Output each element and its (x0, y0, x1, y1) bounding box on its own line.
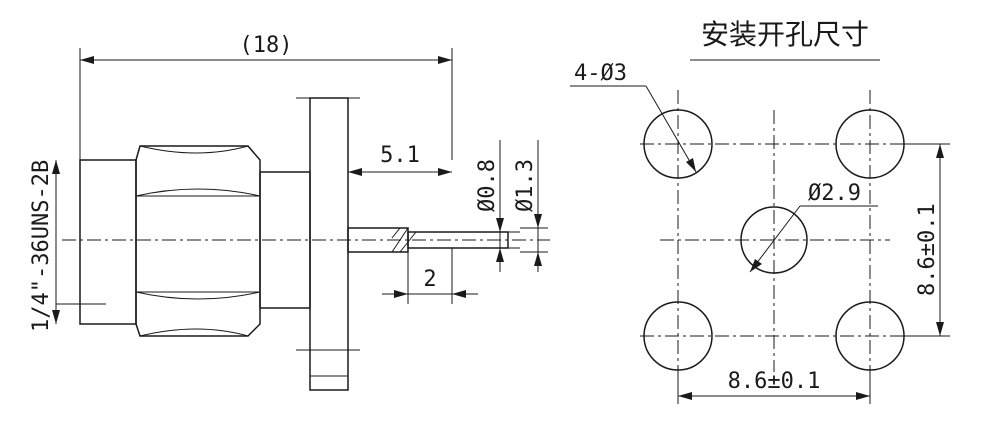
hex-curve-2 (135, 291, 261, 300)
v-spacing-arrow-bottom (936, 322, 944, 336)
corner-holes-label: 4-Ø3 (574, 61, 627, 86)
h-spacing-arrow-right (856, 392, 870, 400)
corner-holes-leader-arrow (686, 158, 696, 172)
pin-dia-small-label: Ø0.8 (475, 159, 500, 212)
overall-length-label: (18) (240, 33, 293, 58)
pin-length-label: 5.1 (380, 143, 420, 168)
h-spacing-label: 8.6±0.1 (728, 369, 821, 394)
corner-holes-leader-d (645, 85, 697, 173)
nut-rear-body (79, 159, 137, 325)
dielectric-arrow-right (452, 290, 466, 298)
pin-dia-large-label: Ø1.3 (513, 159, 538, 212)
thread-arrow-bottom (52, 310, 60, 324)
overall-arrow-right (438, 56, 452, 64)
center-hole-leader-d (749, 205, 801, 273)
v-spacing-label: 8.6±0.1 (915, 203, 940, 296)
pin-dia-small-arrow-bottom (496, 248, 504, 262)
thread-spec-label: 1/4"-36UNS-2B (29, 160, 54, 332)
hole-pattern-title: 安装开孔尺寸 (701, 18, 869, 51)
hex-curve-4 (139, 328, 249, 337)
hole-pattern-view: 安装开孔尺寸 4-Ø3 Ø2.9 8.6±0.1 (570, 18, 950, 404)
v-spacing-arrow-top (936, 144, 944, 158)
dielectric-hatch (391, 227, 417, 253)
pin-dia-small-arrow-top (496, 218, 504, 232)
dielectric-arrow-left (394, 290, 408, 298)
pin-dia-large-arrow-bottom (534, 252, 542, 266)
dielectric-length-label: 2 (423, 267, 436, 292)
h-spacing-arrow-left (678, 392, 692, 400)
hex-curve-3 (139, 145, 249, 154)
pin-length-arrow-right (438, 168, 452, 176)
mounting-flange (309, 97, 349, 391)
center-hole-label: Ø2.9 (808, 181, 861, 206)
thread-arrow-top (52, 160, 60, 174)
corner-hole-top-left (643, 109, 713, 179)
center-pin (407, 231, 509, 249)
overall-arrow-left (80, 56, 94, 64)
hex-nut (135, 145, 261, 337)
pin-length-arrow-left (348, 168, 362, 176)
side-view: (18) 1/4"-36UNS-2B 5.1 (29, 33, 550, 391)
center-hole-leader-arrow (750, 259, 762, 272)
center-hole (740, 206, 808, 274)
hex-curve-1 (135, 188, 261, 197)
pin-dia-large-arrow-top (534, 214, 542, 228)
